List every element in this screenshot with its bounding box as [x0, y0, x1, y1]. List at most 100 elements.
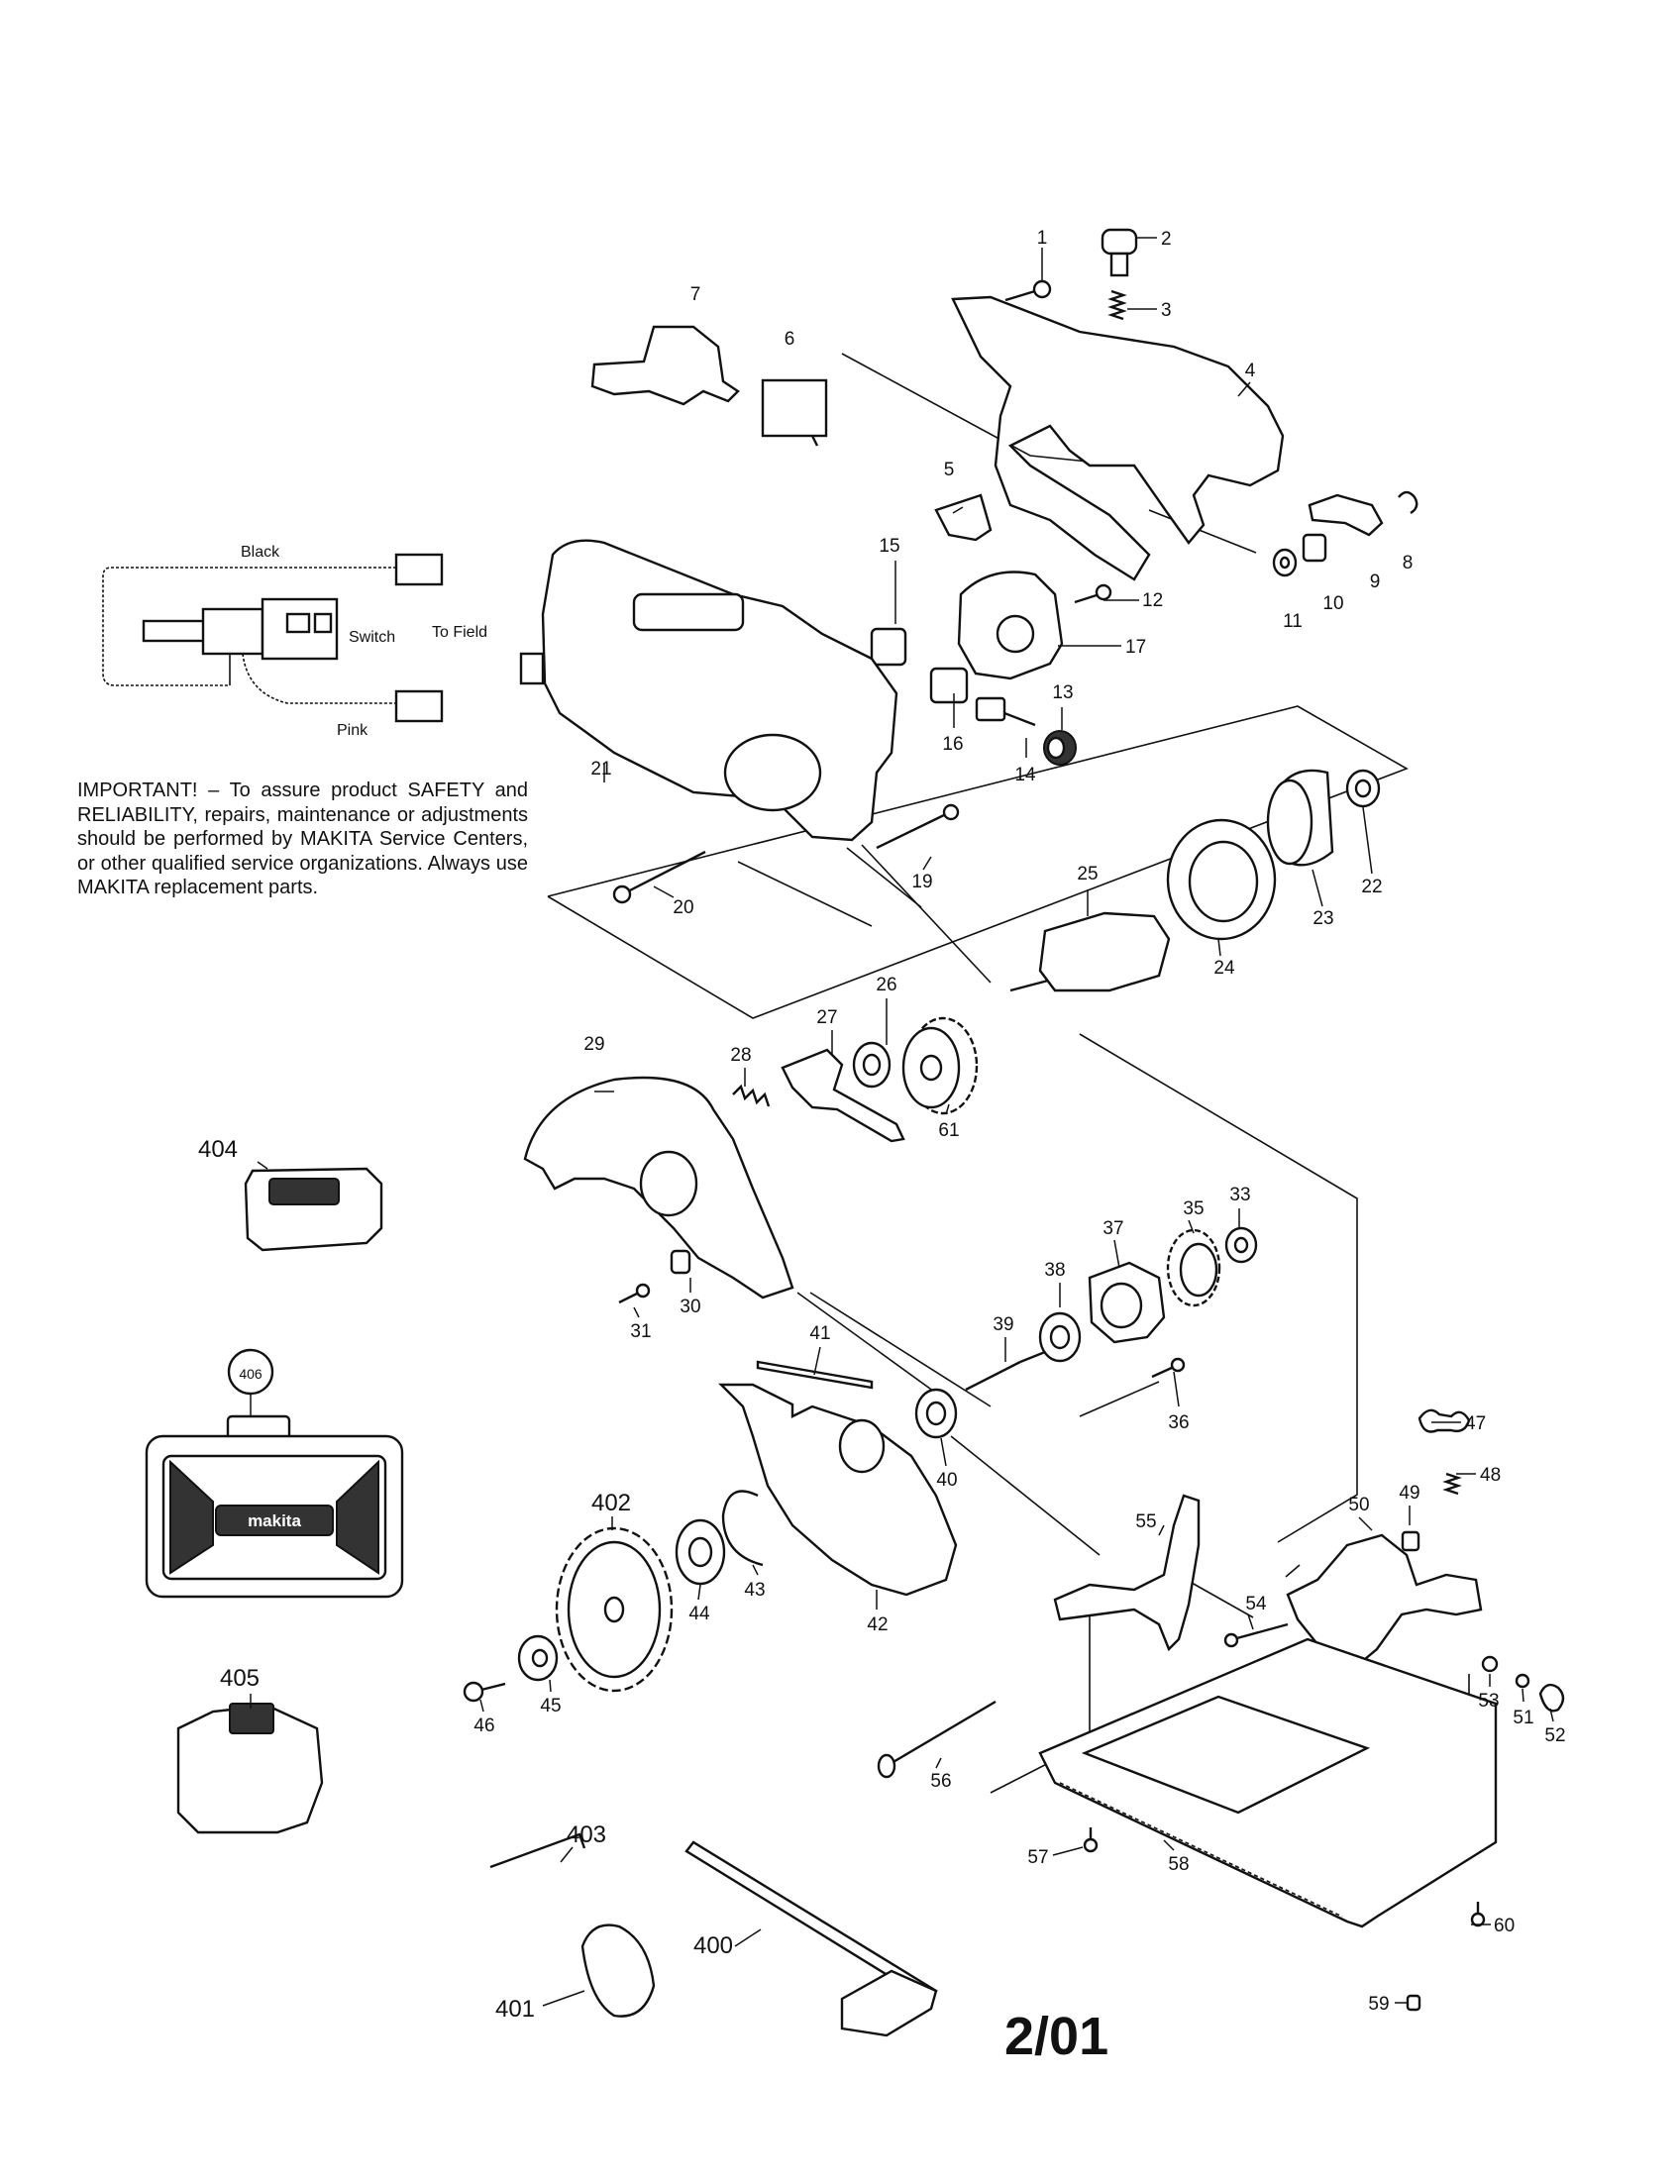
- part-60-screw: [1470, 1902, 1486, 1927]
- part-38-bearing: [1038, 1311, 1082, 1363]
- label-part-57: 57: [1027, 1847, 1048, 1868]
- label-part-15: 15: [879, 536, 899, 557]
- part-16-holder: [929, 667, 969, 704]
- part-23-magnet: [1266, 769, 1334, 867]
- important-notice: IMPORTANT! – To assure product SAFETY an…: [77, 780, 528, 898]
- part-43-clip: [721, 1490, 764, 1567]
- part-29-blade-guard: [523, 1076, 794, 1300]
- part-9-lever: [1308, 493, 1384, 537]
- label-part-53: 53: [1478, 1691, 1499, 1712]
- part-49-bushing: [1401, 1530, 1420, 1552]
- part-48-spring: [1442, 1472, 1462, 1496]
- label-part-400: 400: [693, 1932, 733, 1959]
- part-28-spring: [732, 1084, 771, 1107]
- part-2-knob: [1101, 228, 1138, 277]
- part-17-cover: [957, 571, 1064, 680]
- label-part-13: 13: [1052, 682, 1073, 703]
- label-part-22: 22: [1361, 877, 1382, 897]
- label-part-5: 5: [944, 460, 955, 480]
- label-part-23: 23: [1312, 908, 1333, 929]
- field-terminal-bottom: [394, 689, 444, 723]
- part-402-saw-blade: [555, 1526, 674, 1693]
- label-part-38: 38: [1044, 1260, 1065, 1281]
- label-part-1: 1: [1037, 228, 1048, 249]
- label-part-405: 405: [220, 1665, 260, 1692]
- label-part-29: 29: [583, 1034, 604, 1055]
- label-part-41: 41: [809, 1323, 830, 1344]
- part-12-screw: [1074, 583, 1112, 604]
- label-part-19: 19: [911, 872, 932, 892]
- part-400-rip-fence: [684, 1840, 938, 2037]
- label-part-406: 406: [239, 1366, 262, 1382]
- label-part-10: 10: [1322, 593, 1343, 614]
- part-drawings: makita: [145, 228, 1565, 2037]
- label-part-401: 401: [495, 1996, 535, 2023]
- label-part-8: 8: [1403, 553, 1414, 573]
- label-part-45: 45: [540, 1696, 561, 1716]
- part-3-spring: [1107, 289, 1127, 321]
- part-30-bushing: [670, 1249, 691, 1275]
- part-19-screw: [876, 803, 960, 850]
- label-part-54: 54: [1245, 1594, 1267, 1614]
- label-part-31: 31: [630, 1321, 651, 1342]
- part-404-charger: [244, 1167, 383, 1252]
- label-part-14: 14: [1014, 765, 1036, 785]
- part-13-cap: [1043, 730, 1077, 766]
- part-8-clip: [1398, 490, 1418, 515]
- label-part-11: 11: [1283, 611, 1303, 632]
- label-part-56: 56: [930, 1771, 951, 1792]
- part-11-washer: [1272, 548, 1298, 577]
- wiring-diagram: Black Switch To Field Pink: [102, 544, 487, 739]
- switch-label: Switch: [349, 629, 395, 646]
- wire-black-label: Black: [241, 544, 280, 561]
- label-part-6: 6: [785, 329, 795, 350]
- switch-trigger: [142, 619, 210, 643]
- part-401-cover: [580, 1924, 656, 2018]
- label-part-4: 4: [1245, 361, 1256, 381]
- part-61-fan: [901, 1016, 979, 1115]
- part-405-battery: [176, 1703, 324, 1834]
- part-51-nut: [1515, 1673, 1530, 1689]
- part-21-motor-housing: [519, 539, 898, 842]
- label-part-48: 48: [1480, 1465, 1501, 1486]
- part-52-wing: [1538, 1683, 1565, 1713]
- part-40-ring: [914, 1388, 958, 1439]
- part-26-bearing: [852, 1041, 892, 1089]
- part-45-flange: [517, 1634, 559, 1682]
- part-labels: 1 2 3 4 5 6 7 8 9 10 11 12 13 14 15 16 1…: [198, 228, 1566, 2023]
- part-1-screw: [1004, 279, 1052, 302]
- label-part-24: 24: [1213, 958, 1235, 979]
- part-15-holder: [870, 627, 907, 667]
- part-31-screw: [618, 1283, 651, 1304]
- label-part-58: 58: [1168, 1854, 1189, 1875]
- label-part-37: 37: [1102, 1218, 1123, 1239]
- label-part-42: 42: [867, 1614, 888, 1635]
- label-part-26: 26: [876, 975, 896, 995]
- label-part-49: 49: [1399, 1483, 1419, 1504]
- label-part-25: 25: [1077, 864, 1098, 884]
- part-22-ring: [1345, 769, 1381, 808]
- part-44-washer: [675, 1518, 726, 1586]
- label-part-7: 7: [690, 284, 701, 305]
- label-part-20: 20: [673, 897, 693, 918]
- assembly-lines: [547, 353, 1470, 1852]
- label-part-12: 12: [1142, 590, 1163, 611]
- label-part-21: 21: [590, 759, 611, 780]
- part-55-bracket: [1053, 1494, 1201, 1652]
- label-part-17: 17: [1125, 637, 1146, 658]
- label-part-46: 46: [473, 1716, 494, 1736]
- label-part-9: 9: [1370, 572, 1381, 592]
- part-58-base-plate: [1038, 1637, 1498, 1928]
- part-39-spindle: [965, 1350, 1046, 1392]
- label-part-35: 35: [1183, 1198, 1204, 1219]
- to-field-label: To Field: [432, 624, 487, 641]
- label-part-55: 55: [1135, 1511, 1156, 1532]
- label-part-402: 402: [591, 1490, 631, 1516]
- part-54-pin: [1223, 1622, 1289, 1648]
- case-logo: makita: [248, 1511, 301, 1530]
- label-part-30: 30: [680, 1297, 700, 1317]
- part-53-washer: [1481, 1655, 1499, 1673]
- part-14-brush: [975, 696, 1036, 727]
